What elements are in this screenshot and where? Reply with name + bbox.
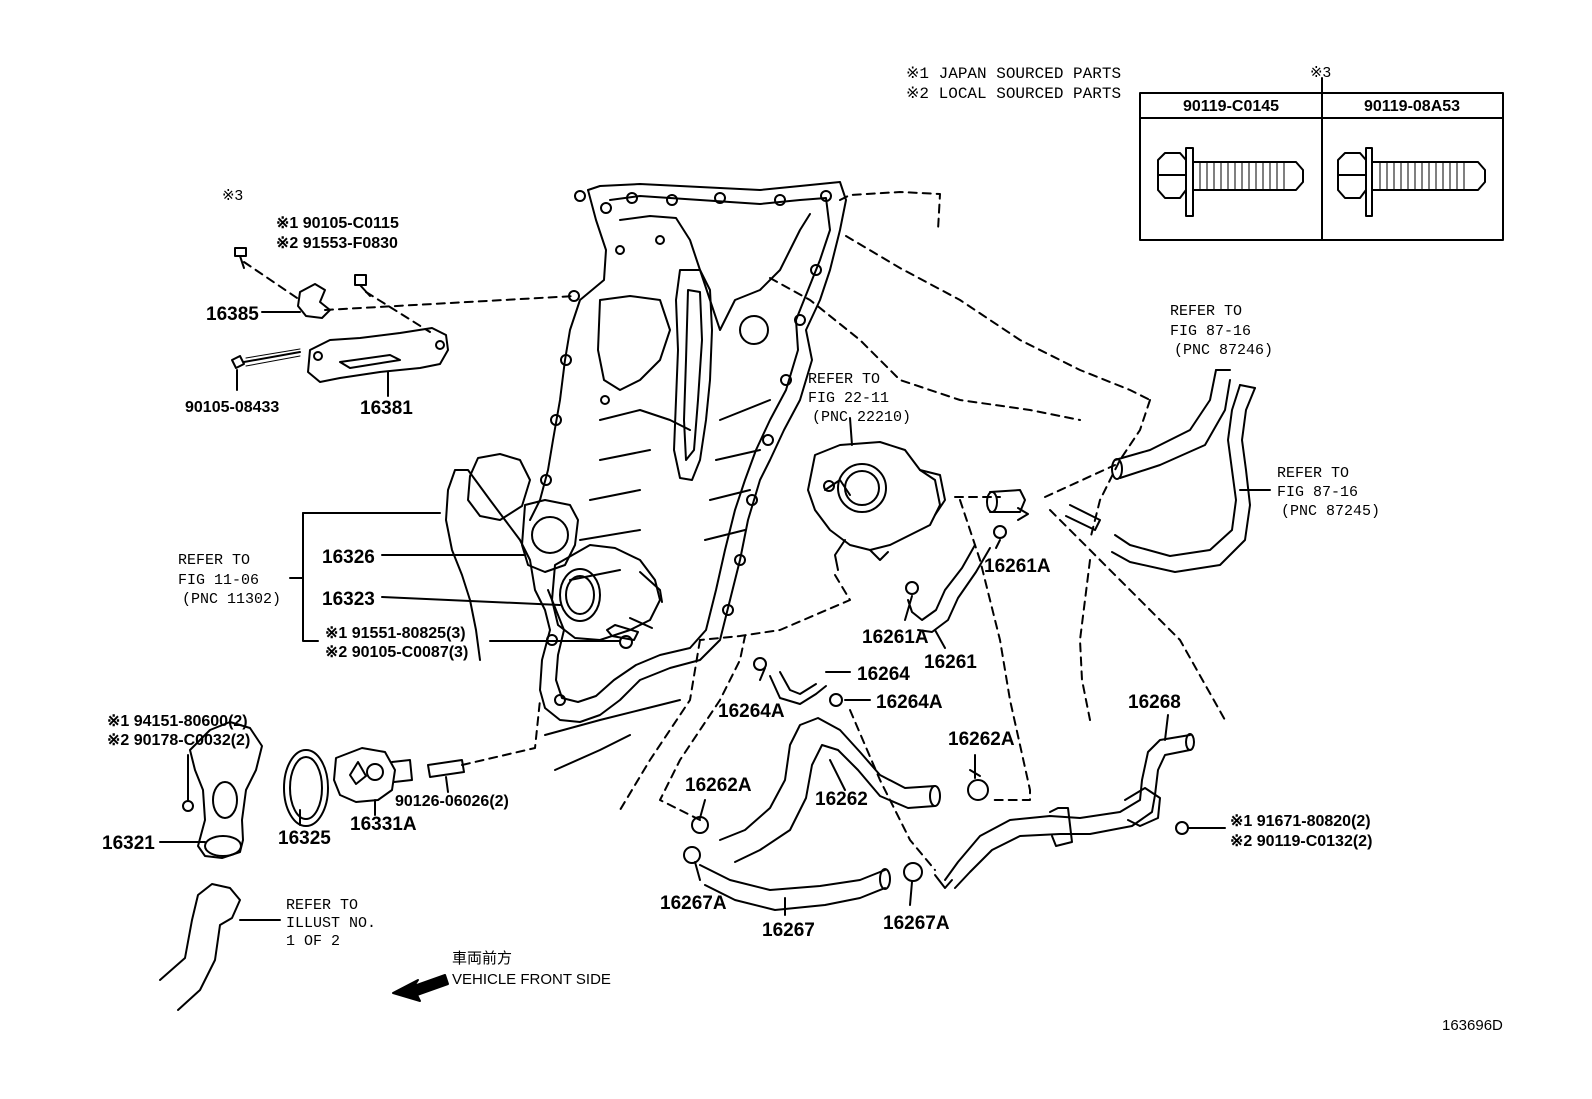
- figure-id: 163696D: [1442, 1017, 1503, 1034]
- part-16326: 16326: [322, 547, 375, 568]
- pipe-16268-drawing: [934, 733, 1226, 889]
- part-16262: 16262: [815, 789, 868, 810]
- bolt-table-frame: [1139, 77, 1504, 241]
- ref-fig22-line-1: REFER TO: [808, 371, 880, 388]
- part-90105-08433: 90105-08433: [185, 399, 279, 416]
- part-16261A-b: 16261A: [862, 627, 929, 648]
- ref-fig87a-line-1: REFER TO: [1170, 303, 1242, 320]
- label-leaders: [236, 311, 1169, 916]
- legend-line-2: ※2 LOCAL SOURCED PARTS: [906, 85, 1121, 103]
- vehicle-front-arrow-icon: [392, 974, 449, 1002]
- bolt-table-mark: ※3: [1310, 64, 1331, 81]
- bracket-drawing: [231, 247, 449, 383]
- part-16331A: 16331A: [350, 814, 417, 835]
- ref-illust-line-1: REFER TO: [286, 897, 358, 914]
- bolt-table-col-2: 90119-08A53: [1364, 98, 1460, 115]
- ref-fig87b-line-3: (PNC 87245): [1281, 503, 1380, 520]
- bolt-16323-drawing: [606, 624, 639, 649]
- part-16323: 16323: [322, 589, 375, 610]
- part-alt-top-2: ※2 91553-F0830: [276, 235, 398, 252]
- part-16321: 16321: [102, 833, 155, 854]
- direction-jp: 車両前方: [452, 950, 512, 967]
- bracket-leaders: [243, 261, 576, 333]
- part-16267A-a: 16267A: [660, 893, 727, 914]
- ref-illust-line-3: 1 OF 2: [286, 933, 340, 950]
- pipe-leaders: [659, 635, 936, 871]
- ref-fig11-line-1: REFER TO: [178, 552, 250, 569]
- part-alt-right-1: ※1 91671-80820(2): [1230, 813, 1371, 830]
- throttle-leaders: [699, 464, 1226, 801]
- part-16264A-a: 16264A: [718, 701, 785, 722]
- ref-fig11-line-2: FIG 11-06: [178, 572, 259, 589]
- part-alt-top-1: ※1 90105-C0115: [276, 215, 399, 232]
- ref-fig11-line-3: (PNC 11302): [182, 591, 281, 608]
- bolt-drawing-right: [1337, 147, 1486, 217]
- part-16385: 16385: [206, 304, 259, 325]
- part-alt-mid-1: ※1 91551-80825(3): [325, 625, 466, 642]
- bolt-drawing-left: [1157, 147, 1304, 217]
- part-alt-low-2: ※2 90178-C0032(2): [107, 732, 250, 749]
- part-16262A-b: 16262A: [685, 775, 752, 796]
- part-alt-right-2: ※2 90119-C0132(2): [1230, 833, 1372, 850]
- part-16262A-a: 16262A: [948, 729, 1015, 750]
- water-outlet-drawing: [159, 721, 263, 859]
- part-16267A-b: 16267A: [883, 913, 950, 934]
- part-16261: 16261: [924, 652, 977, 673]
- part-16261A-a: 16261A: [984, 556, 1051, 577]
- ref-fig22-line-3: (PNC 22210): [812, 409, 911, 426]
- thermostat-leaders: [461, 639, 701, 811]
- part-16381: 16381: [360, 398, 413, 419]
- ref-fig87b-line-1: REFER TO: [1277, 465, 1349, 482]
- part-alt-low-1: ※1 94151-80600(2): [107, 713, 248, 730]
- legend-line-1: ※1 JAPAN SOURCED PARTS: [906, 65, 1121, 83]
- timing-cover-drawing: [445, 181, 1151, 771]
- bolt-table-col-1: 90119-C0145: [1183, 98, 1279, 115]
- hose-16261-drawing: [905, 489, 1029, 633]
- direction-en: VEHICLE FRONT SIDE: [452, 971, 611, 988]
- radiator-hose-drawing: [159, 883, 281, 1011]
- stud-drawing: [427, 759, 465, 793]
- part-16268: 16268: [1128, 692, 1181, 713]
- heater-hoses-drawing: [1065, 369, 1271, 573]
- ref-fig87a-line-2: FIG 87-16: [1170, 323, 1251, 340]
- hose-16264-drawing: [753, 657, 843, 707]
- ref-fig87b-line-2: FIG 87-16: [1277, 484, 1358, 501]
- part-16325: 16325: [278, 828, 331, 849]
- part-16267: 16267: [762, 920, 815, 941]
- thermostat-16331A-drawing: [333, 747, 413, 816]
- refer-group-bracket: [289, 512, 621, 642]
- part-alt-mid-2: ※2 90105-C0087(3): [325, 644, 468, 661]
- part-16264A-b: 16264A: [876, 692, 943, 713]
- throttle-body-drawing: [807, 417, 946, 571]
- hose-16267-drawing: [683, 816, 923, 911]
- part-16264: 16264: [857, 664, 910, 685]
- ref-fig87a-line-3: (PNC 87246): [1174, 342, 1273, 359]
- water-inlet-housing-drawing: [521, 499, 663, 641]
- gasket-16325-drawing: [283, 749, 329, 827]
- part-mark3-top: ※3: [222, 187, 243, 204]
- ref-illust-line-2: ILLUST NO.: [286, 915, 376, 932]
- ref-fig22-line-2: FIG 22-11: [808, 390, 889, 407]
- part-90126-06026: 90126-06026(2): [395, 793, 509, 810]
